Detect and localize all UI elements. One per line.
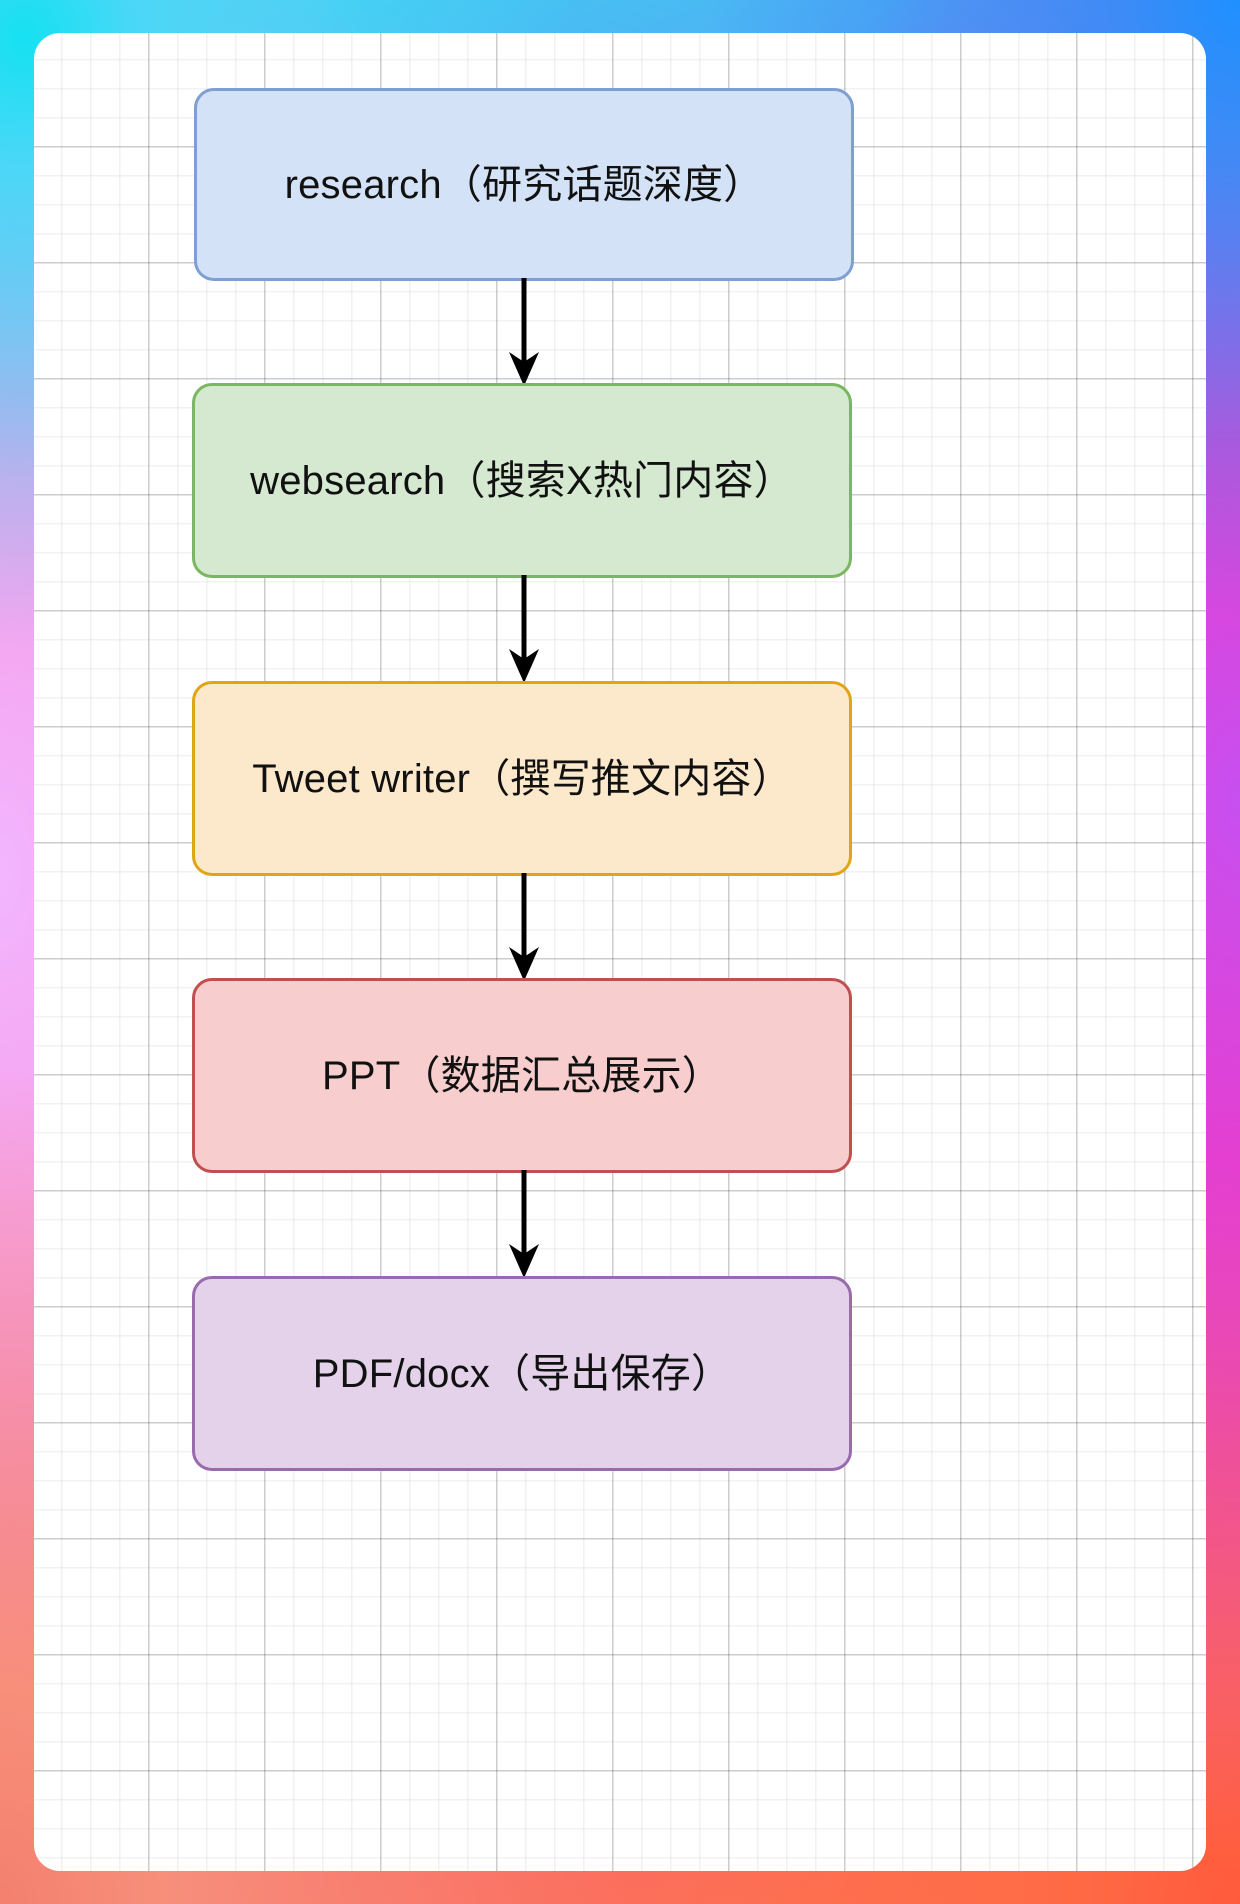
edge-research-websearch	[509, 278, 539, 386]
edge-websearch-tweet	[509, 575, 539, 683]
node-tweet-writer-label: Tweet writer（撰写推文内容）	[252, 756, 792, 801]
node-research[interactable]: research（研究话题深度）	[194, 88, 854, 281]
node-research-label: research（研究话题深度）	[284, 162, 764, 207]
node-websearch-label: websearch（搜索X热门内容）	[250, 458, 794, 503]
node-pdf-docx[interactable]: PDF/docx（导出保存）	[192, 1276, 852, 1471]
node-tweet-writer[interactable]: Tweet writer（撰写推文内容）	[192, 681, 852, 876]
grid-background	[34, 33, 1206, 1871]
node-websearch[interactable]: websearch（搜索X热门内容）	[192, 383, 852, 578]
edge-tweet-ppt	[509, 873, 539, 981]
node-ppt-label: PPT（数据汇总展示）	[322, 1053, 722, 1098]
node-ppt[interactable]: PPT（数据汇总展示）	[192, 978, 852, 1173]
node-pdf-docx-label: PDF/docx（导出保存）	[312, 1351, 732, 1396]
edge-ppt-pdf	[509, 1170, 539, 1278]
diagram-card: research（研究话题深度） websearch（搜索X热门内容） Twee…	[34, 33, 1206, 1871]
